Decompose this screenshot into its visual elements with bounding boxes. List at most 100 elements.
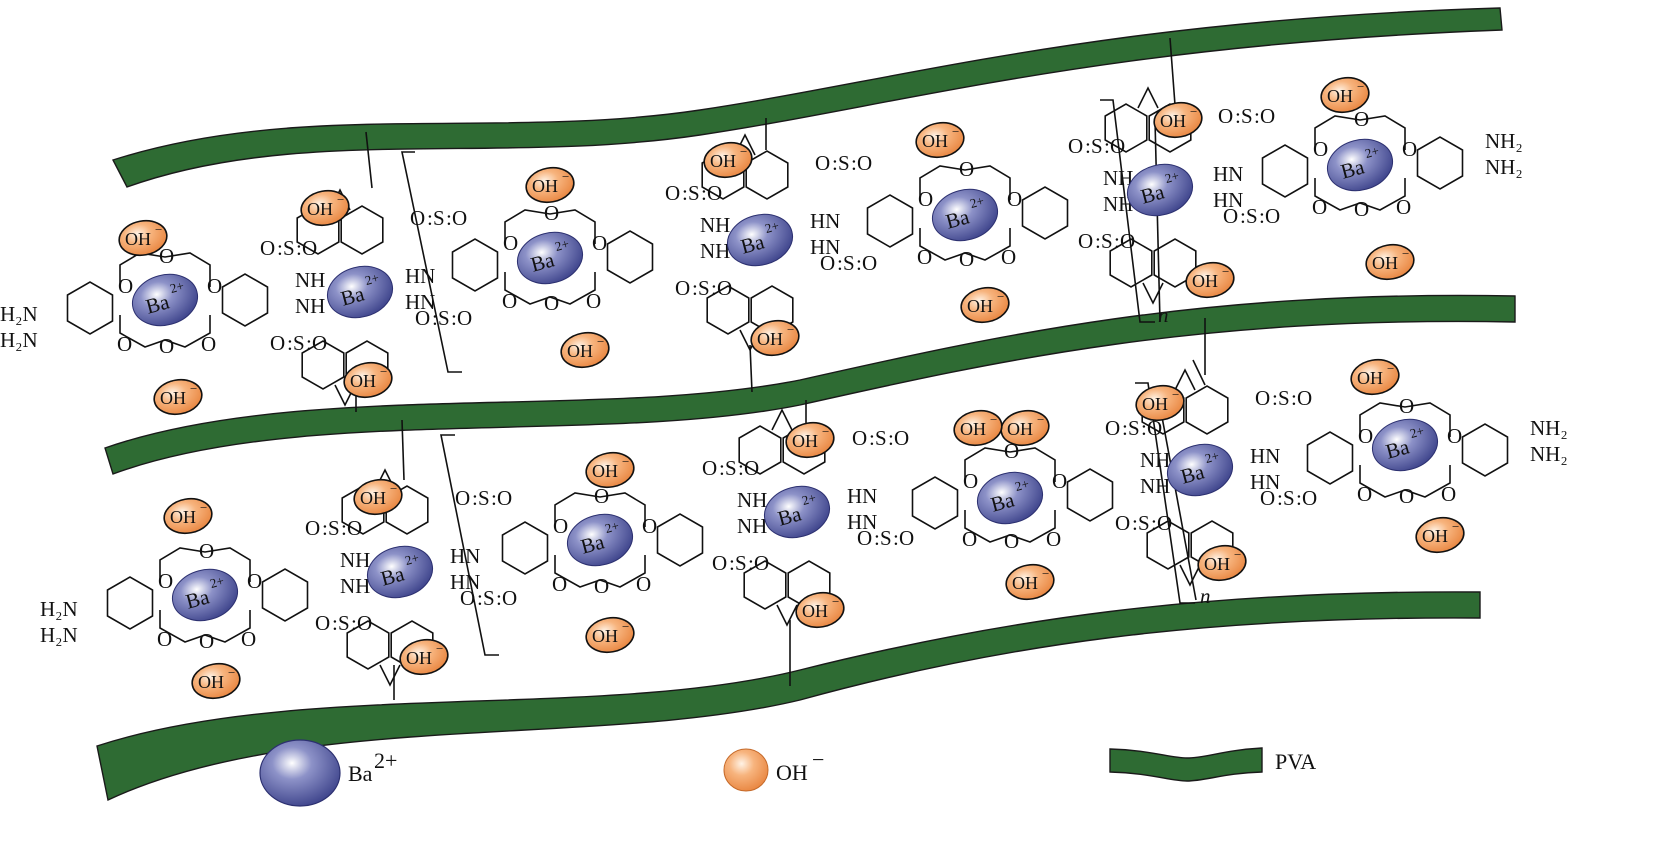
sulfur-atom: S [328,516,340,540]
oxygen-atom: O [1157,511,1172,535]
sulfur-atom: S [838,151,850,175]
oxygen-atom: O [502,586,517,610]
hn-group: HN [405,290,435,314]
sulfur-atom: S [1283,486,1295,510]
oxygen-atom: O [241,627,256,651]
bond-dots: : [341,516,347,540]
ba-ion: Ba2+ [516,231,584,285]
nh-group: NH [737,488,767,512]
oxygen-atom: O [744,456,759,480]
hn-group: HN [450,570,480,594]
bond-dots: : [1254,104,1260,128]
sulfonyl-group: O:S:O [460,586,517,610]
oh-ion: OH− [153,378,203,416]
sulfonyl-group: O:S:O [270,331,327,355]
pva-strands [96,7,1516,802]
bond-dots: : [729,551,735,575]
oh-label: OH [802,601,828,621]
oh-ion: OH− [560,331,610,369]
nh-group: NH [295,294,325,318]
bond-dots: : [874,526,880,550]
sulfur-atom: S [283,236,295,260]
oxygen-atom: O [1001,245,1016,269]
bond-dots: : [1151,511,1157,535]
sulfonyl-group: O:S:O [820,251,877,275]
oh-charge: − [190,381,197,396]
oh-label: OH [360,488,386,508]
oxygen-atom: O [1302,486,1317,510]
benzene-ring [1461,423,1509,477]
oxygen-atom: O [594,574,609,598]
oxygen-atom: O [1399,484,1414,508]
legend: Ba 2+ OH − PVA [259,739,1316,807]
repeat-n-1: n [1158,303,1169,327]
ba-ion: Ba2+ [1326,138,1394,192]
bond-dots: : [832,151,838,175]
sulfonyl-group: O:S:O [1068,134,1125,158]
oh-ion: OH− [1000,409,1050,447]
ba-charge: 2+ [1203,448,1220,466]
oh-charge: − [380,364,387,379]
benzene-ring [1109,238,1153,288]
legend-pva-label: PVA [1275,749,1316,774]
oxygen-atom: O [305,516,320,540]
benzene-ring [1066,468,1114,522]
bond-dots: : [701,181,707,205]
benzene-ring [261,568,309,622]
oh-charge: − [1172,387,1179,402]
oxygen-atom: O [918,187,933,211]
oxygen-atom: O [1260,486,1275,510]
sulfur-atom: S [1278,386,1290,410]
oxygen-atom: O [157,627,172,651]
oh-label: OH [532,176,558,196]
oxygen-atom: O [118,274,133,298]
oxygen-atom: O [959,157,974,181]
oxygen-atom: O [1441,482,1456,506]
ba-ion: Ba2+ [931,188,999,242]
oxygen-atom: O [1313,137,1328,161]
oxygen-atom: O [460,586,475,610]
oh-ion: OH− [585,451,635,489]
oxygen-atom: O [592,231,607,255]
oxygen-atom: O [815,151,830,175]
benzene-ring [1021,186,1069,240]
oh-ion: OH− [785,421,835,459]
oxygen-atom: O [1354,107,1369,131]
benzene-ring [66,281,114,335]
benzene-ring [1306,431,1354,485]
bond-dots: : [1132,511,1138,535]
legend-oh-charge: − [812,747,824,772]
bond-dots: : [1095,229,1101,253]
bond-dots: : [1296,486,1302,510]
oh-charge: − [622,454,629,469]
bond-dots: : [851,151,857,175]
oh-label: OH [1192,271,1218,291]
benzene-ring [501,521,549,575]
oxygen-atom: O [1004,529,1019,553]
oh-charge: − [822,424,829,439]
hn-group: HN [405,264,435,288]
bond-dots: : [451,306,457,330]
oxygen-atom: O [1046,527,1061,551]
nh-group: NH [1140,474,1170,498]
sulfonyl-group: O:S:O [410,206,467,230]
ba-ion: Ba2+ [326,265,394,319]
sulfonyl-group: O:S:O [455,486,512,510]
oh-ion: OH− [343,361,393,399]
oh-label: OH [922,131,948,151]
oxygen-atom: O [357,611,372,635]
oh-ion: OH− [525,166,575,204]
oh-ion: OH− [191,662,241,700]
oxygen-atom: O [159,334,174,358]
oxygen-atom: O [665,181,680,205]
oxygen-atom: O [1265,204,1280,228]
sulfonyl-group: O:S:O [1115,511,1172,535]
bond-dots: : [446,206,452,230]
oh-charge: − [1402,246,1409,261]
pva-strand-3 [96,591,1481,802]
